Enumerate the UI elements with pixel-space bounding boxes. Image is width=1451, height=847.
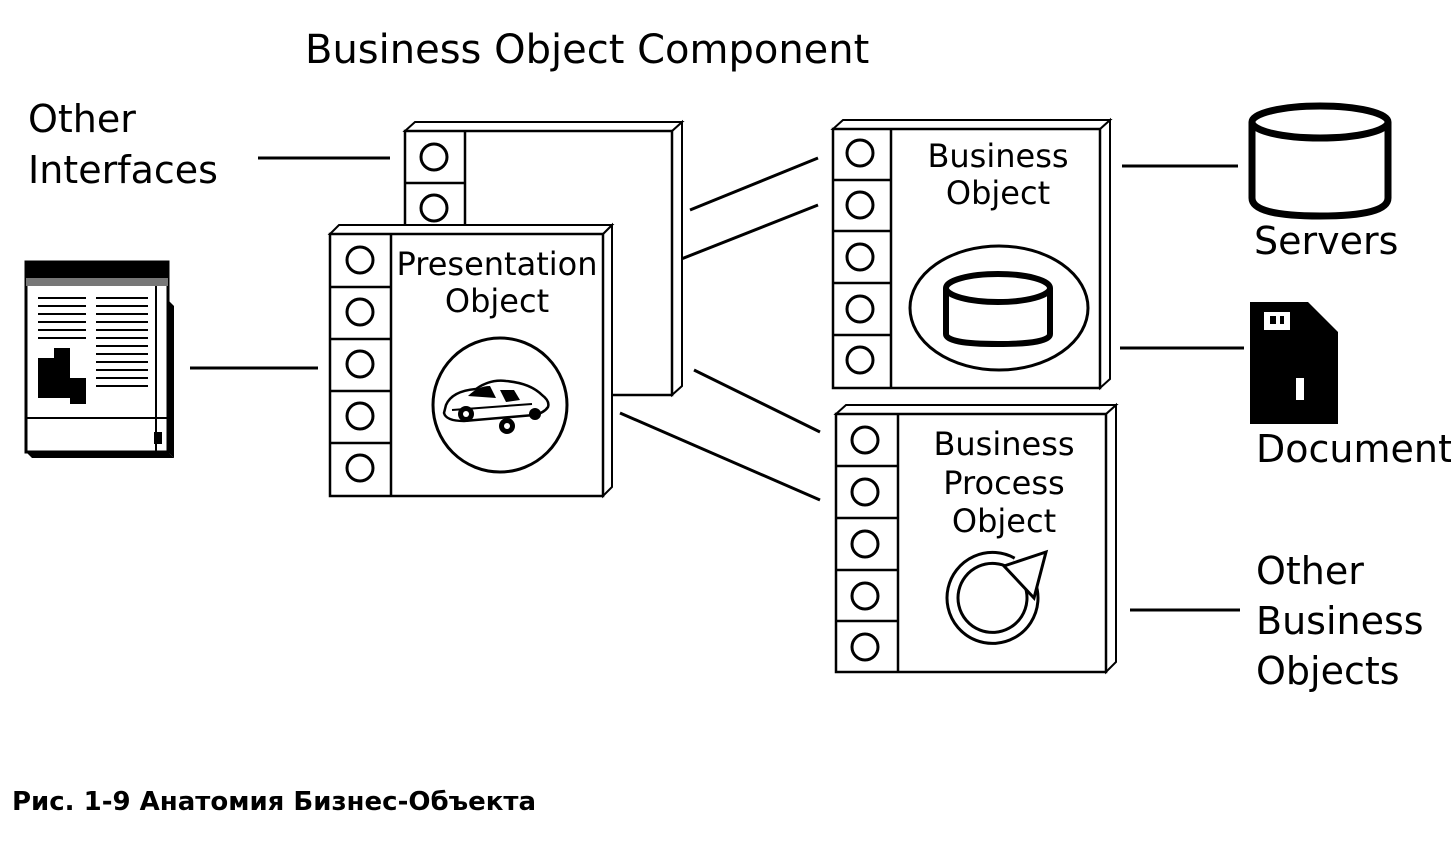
business-object-label-1: Business xyxy=(927,137,1068,175)
other-interfaces-label: Other Interfaces xyxy=(28,97,218,192)
figure-caption: Рис. 1-9 Анатомия Бизнес-Объекта xyxy=(12,787,536,817)
port-circle-icon xyxy=(850,529,880,559)
process-object-label-3: Object xyxy=(952,502,1056,540)
business-process-object-box: Business Process Object xyxy=(833,402,1119,675)
port-circle-icon xyxy=(845,138,875,168)
port-circle-icon xyxy=(345,245,375,275)
port-circle-icon xyxy=(845,345,875,375)
port-circle-icon xyxy=(419,193,449,223)
database-cylinder-icon xyxy=(908,244,1090,372)
presentation-object-label-1: Presentation xyxy=(397,245,598,283)
process-object-label-2: Process xyxy=(943,464,1064,502)
port-circle-icon xyxy=(345,401,375,431)
port-circle-icon xyxy=(345,349,375,379)
port-circle-icon xyxy=(850,581,880,611)
document-label: Document xyxy=(1256,427,1451,471)
connector-presentation-to-process xyxy=(619,411,821,502)
port-circle-icon xyxy=(850,632,880,662)
diagram-title: Business Object Component xyxy=(305,27,869,73)
database-cylinder-icon xyxy=(1248,102,1392,220)
port-circle-icon xyxy=(345,453,375,483)
cycle-arrow-icon xyxy=(945,549,1049,645)
port-circle-icon xyxy=(850,425,880,455)
other-business-objects-line-1: Other xyxy=(1256,549,1364,593)
other-interfaces-line-2: Interfaces xyxy=(28,148,218,192)
car-icon xyxy=(431,336,569,474)
connector-component-to-process xyxy=(693,368,821,434)
connector-component-to-business xyxy=(689,156,819,212)
floppy-document-icon xyxy=(1250,302,1338,424)
other-interfaces-line-1: Other xyxy=(28,97,136,141)
business-object-label-2: Object xyxy=(946,174,1050,212)
window-screen-icon xyxy=(24,260,174,458)
port-circle-icon xyxy=(345,297,375,327)
port-circle-icon xyxy=(845,190,875,220)
servers-label: Servers xyxy=(1254,219,1398,263)
other-business-objects-line-2: Business xyxy=(1256,599,1424,643)
business-object-box: Business Object xyxy=(830,117,1113,391)
presentation-object-label-2: Object xyxy=(445,282,549,320)
port-circle-icon xyxy=(850,477,880,507)
port-circle-icon xyxy=(419,142,449,172)
other-business-objects-line-3: Objects xyxy=(1256,649,1400,693)
other-business-objects-label: Other Business Objects xyxy=(1256,549,1424,693)
presentation-object-box: Presentation Object xyxy=(327,222,615,499)
port-circle-icon xyxy=(845,294,875,324)
process-object-label-1: Business xyxy=(933,425,1074,463)
port-circle-icon xyxy=(845,242,875,272)
